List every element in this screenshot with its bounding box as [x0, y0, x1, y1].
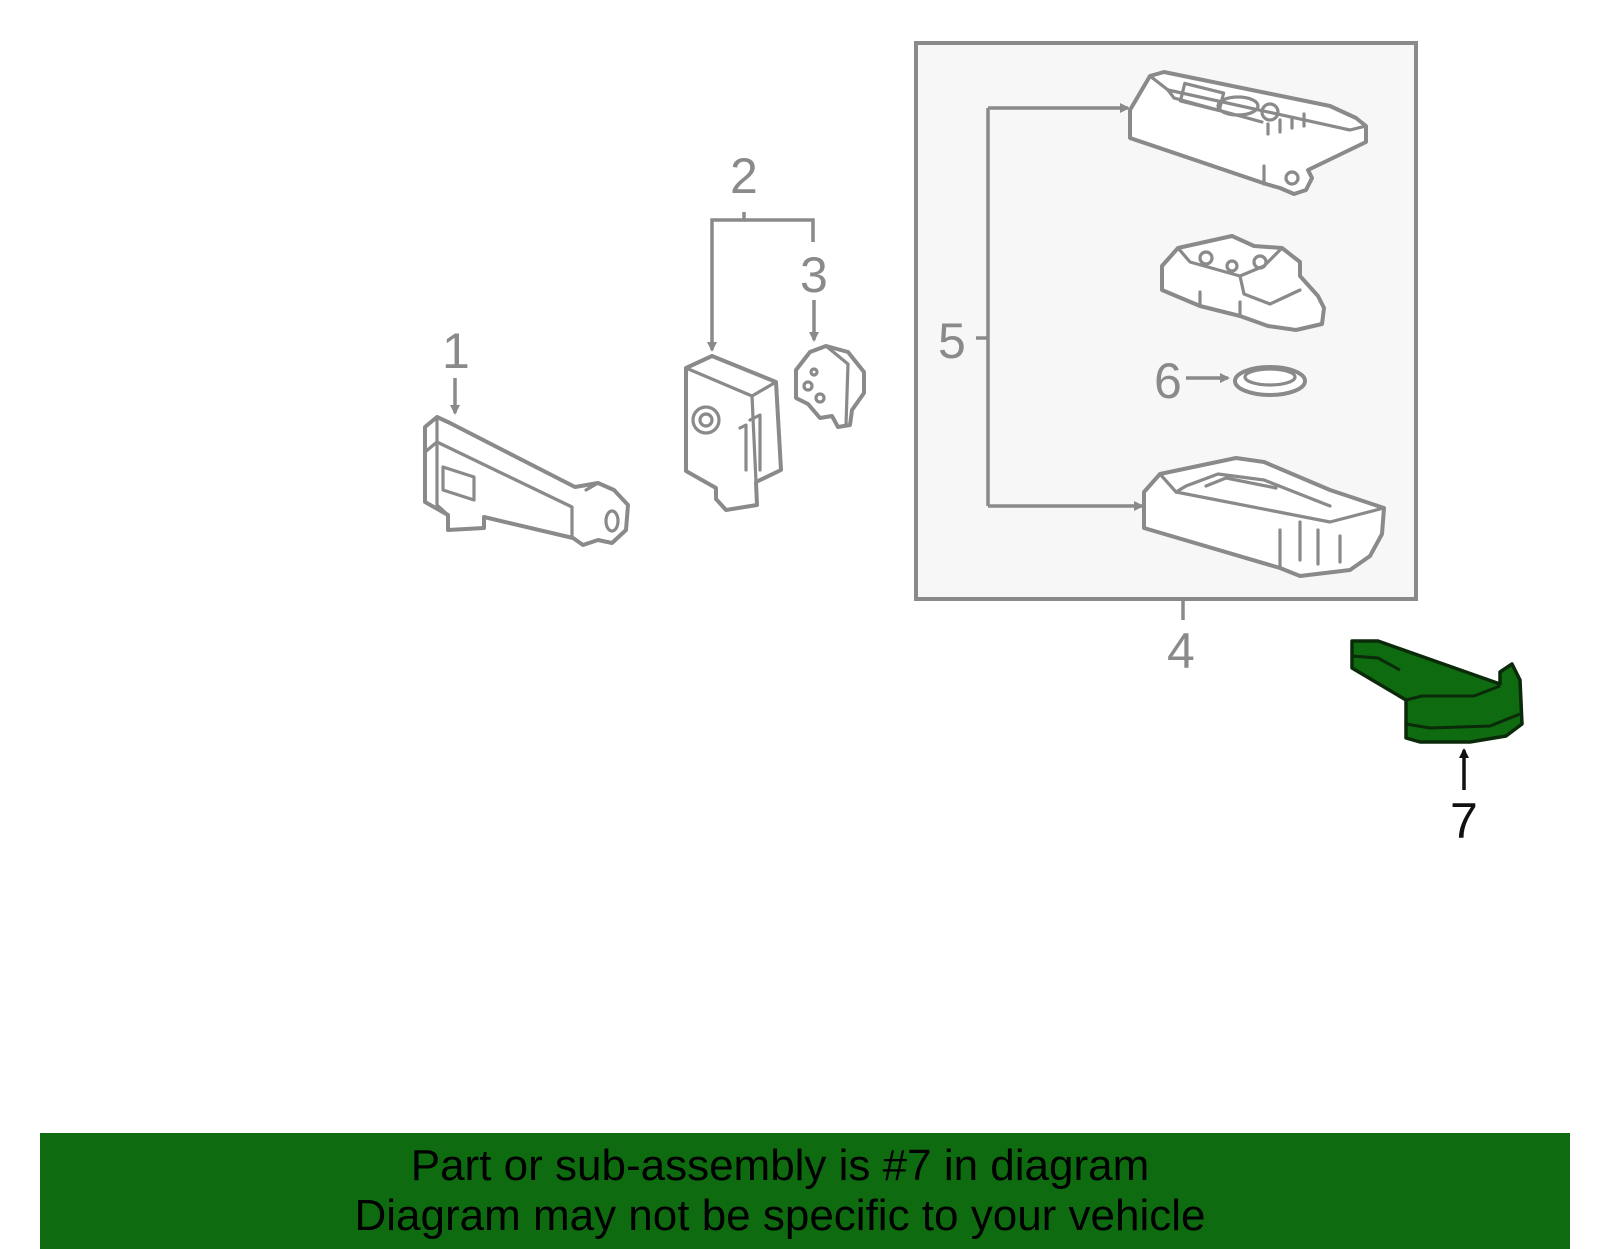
leader-2 [707, 212, 746, 352]
callout-7: 7 [1450, 793, 1478, 849]
callout-1: 1 [442, 323, 470, 379]
callout-6: 6 [1154, 353, 1182, 409]
part-5-fob-top-housing[interactable] [1128, 70, 1368, 196]
part-3-connector[interactable] [794, 344, 866, 429]
callout-3: 3 [800, 247, 828, 303]
part-1-sensor[interactable] [423, 415, 630, 547]
callout-4: 4 [1167, 623, 1195, 679]
leader-2b [744, 218, 815, 242]
callout-2: 2 [730, 148, 758, 204]
part-2-module[interactable] [684, 354, 783, 512]
part-6-oring[interactable] [1233, 365, 1307, 397]
part-5-fob-bottom-housing[interactable] [1142, 456, 1386, 578]
info-banner: Part or sub-assembly is #7 in diagram Di… [40, 1133, 1570, 1249]
callout-5: 5 [938, 313, 966, 369]
part-7-highlighted[interactable] [1350, 639, 1524, 744]
banner-line-2: Diagram may not be specific to your vehi… [354, 1191, 1206, 1240]
part-5-circuit-board[interactable] [1160, 234, 1326, 332]
banner-line-1: Part or sub-assembly is #7 in diagram [410, 1141, 1150, 1190]
